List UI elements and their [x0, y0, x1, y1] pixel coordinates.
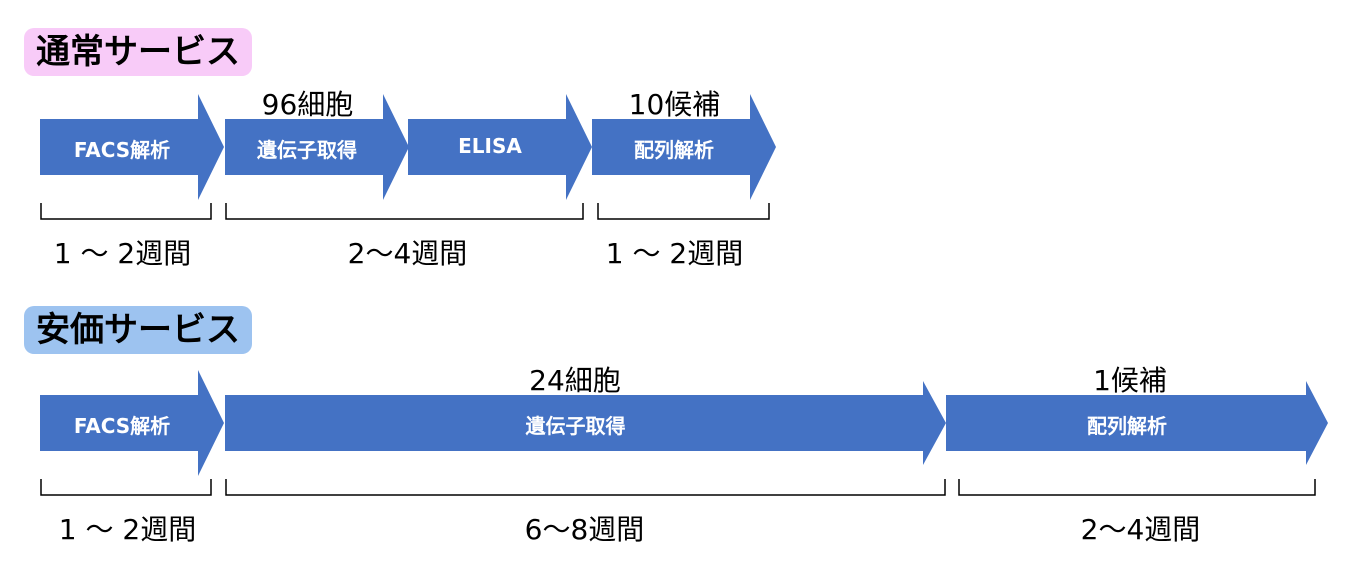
cheap-duration-1: 1 〜 2週間: [58, 513, 197, 546]
stage-label: 配列解析: [1087, 414, 1167, 438]
stage-arrow-shape: [40, 370, 224, 476]
stage-label: 遺伝子取得: [525, 414, 626, 438]
stage-arrow-shape: [408, 94, 592, 200]
stage-arrow-shape: [225, 381, 946, 465]
cheap-stage-gene: 遺伝子取得: [225, 381, 946, 465]
stage-arrow-shape: [592, 94, 776, 200]
normal-duration-3: 1 〜 2週間: [605, 237, 744, 270]
cheap-stage-sequence: 配列解析: [946, 381, 1328, 465]
stage-label: 遺伝子取得: [257, 138, 357, 162]
normal-above-label-10: 10候補: [628, 88, 721, 121]
normal-stage-gene: 遺伝子取得: [225, 94, 409, 200]
stage-label: FACS解析: [73, 414, 171, 438]
stage-label: FACS解析: [73, 138, 171, 162]
normal-above-label-96: 96細胞: [261, 88, 354, 121]
stage-label: 配列解析: [634, 138, 714, 162]
cheap-stage-facs: FACS解析: [40, 370, 224, 476]
cheap-bracket-2: [225, 479, 946, 496]
cheap-above-label-1: 1候補: [1093, 364, 1167, 397]
normal-stage-elisa: ELISA: [408, 94, 592, 200]
normal-stage-facs: FACS解析: [40, 94, 224, 200]
stage-arrow-shape: [40, 94, 224, 200]
cheap-duration-2: 6〜8週間: [524, 513, 645, 546]
normal-bracket-2: [225, 203, 584, 220]
stage-arrow-shape: [946, 381, 1328, 465]
cheap-above-label-24: 24細胞: [529, 364, 621, 397]
cheap-service-title: 安価サービス: [24, 306, 252, 354]
normal-bracket-3: [597, 203, 770, 220]
cheap-bracket-3: [958, 479, 1316, 496]
normal-duration-2: 2〜4週間: [347, 237, 468, 270]
stage-label: ELISA: [458, 134, 522, 158]
normal-service-title: 通常サービス: [24, 28, 252, 76]
cheap-bracket-1: [40, 479, 212, 496]
normal-bracket-1: [40, 203, 212, 220]
normal-stage-sequence: 配列解析: [592, 94, 776, 200]
normal-duration-1: 1 〜 2週間: [53, 237, 192, 270]
stage-arrow-shape: [225, 94, 409, 200]
cheap-duration-3: 2〜4週間: [1080, 513, 1201, 546]
